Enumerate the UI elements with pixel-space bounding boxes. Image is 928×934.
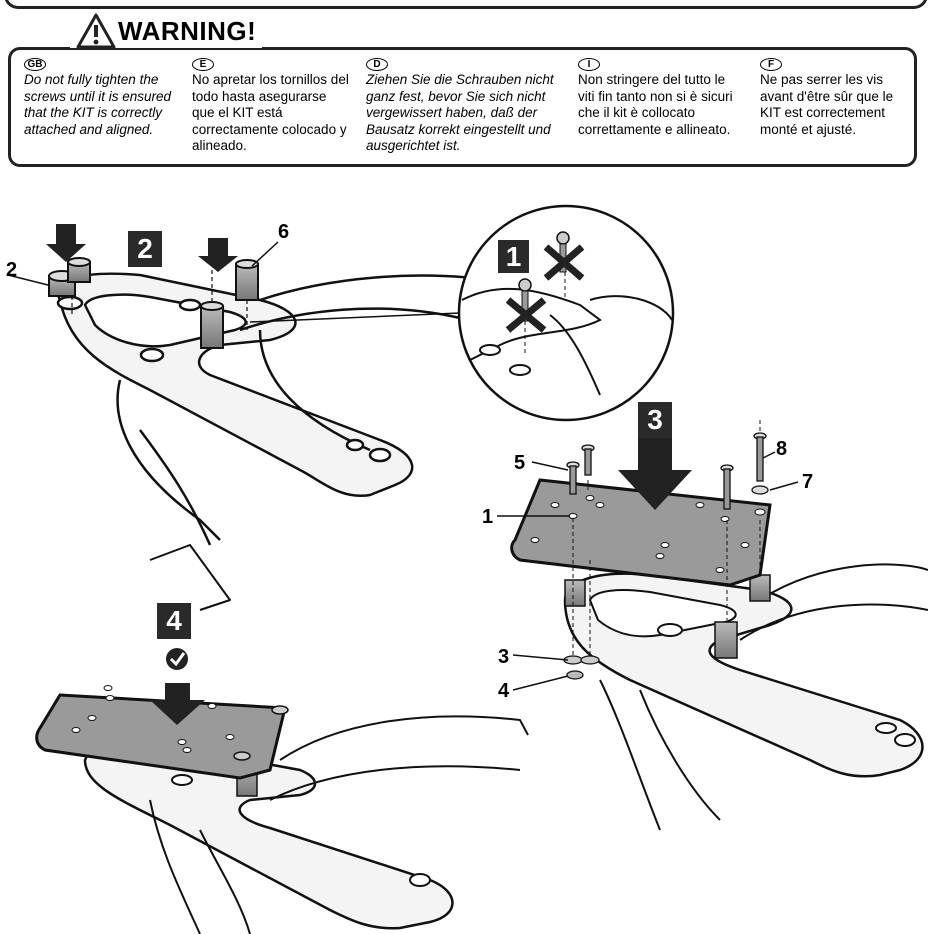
step-label-1: 1 [498, 240, 529, 273]
part-number-1: 1 [482, 506, 494, 528]
warning-text-e: E No apretar los tornillos del todo hast… [192, 55, 352, 155]
part-number-2: 2 [6, 259, 18, 281]
step3-illustration [497, 420, 928, 831]
part-number-6: 6 [278, 221, 290, 243]
part-number-5: 5 [514, 452, 526, 474]
cross-icon [505, 297, 547, 333]
warning-text: Non stringere del tutto le viti fin tant… [578, 72, 733, 137]
part-number-4: 4 [498, 680, 510, 702]
warning-text-d: D Ziehen Sie die Schrauben nicht ganz fe… [366, 55, 558, 155]
warning-text-f: F Ne pas serrer les vis avant d'être sûr… [760, 55, 905, 138]
check-icon [166, 648, 188, 670]
warning-header: WARNING! [70, 13, 263, 49]
down-arrow-icon [618, 437, 692, 510]
warning-text: Ne pas serrer les vis avant d'être sûr q… [760, 72, 894, 137]
warning-text: Do not fully tighten the screws until it… [24, 72, 172, 137]
language-code-i: I [578, 58, 600, 71]
mounting-plate [510, 478, 772, 587]
step-label-4: 4 [157, 603, 191, 639]
warning-text: No apretar los tornillos del todo hasta … [192, 72, 349, 153]
warning-text-i: I Non stringere del tutto le viti fin ta… [578, 55, 738, 138]
mounting-plate [35, 693, 287, 780]
warning-title: WARNING! [118, 15, 257, 46]
language-code-gb: GB [24, 58, 46, 71]
leader-line [7, 274, 49, 286]
leader-line [251, 241, 279, 267]
warning-text: Ziehen Sie die Schrauben nicht ganz fest… [366, 72, 554, 153]
part-number-8: 8 [776, 438, 788, 460]
part-number-3: 3 [498, 646, 510, 668]
down-arrow-icon [46, 224, 86, 262]
language-code-e: E [192, 58, 214, 71]
spacer-parts [48, 257, 259, 349]
down-arrow-icon [198, 238, 238, 272]
part-number-7: 7 [802, 471, 814, 493]
warning-text-gb: GB Do not fully tighten the screws until… [24, 55, 189, 138]
step-label-2: 2 [128, 231, 162, 267]
cross-icon [543, 244, 585, 281]
language-code-d: D [366, 58, 388, 71]
down-arrow-icon [150, 683, 205, 725]
step-label-3: 3 [638, 402, 672, 438]
warning-triangle-icon [76, 13, 116, 49]
language-code-f: F [760, 58, 782, 71]
step4-illustration [35, 648, 529, 934]
warning-box [8, 47, 917, 167]
